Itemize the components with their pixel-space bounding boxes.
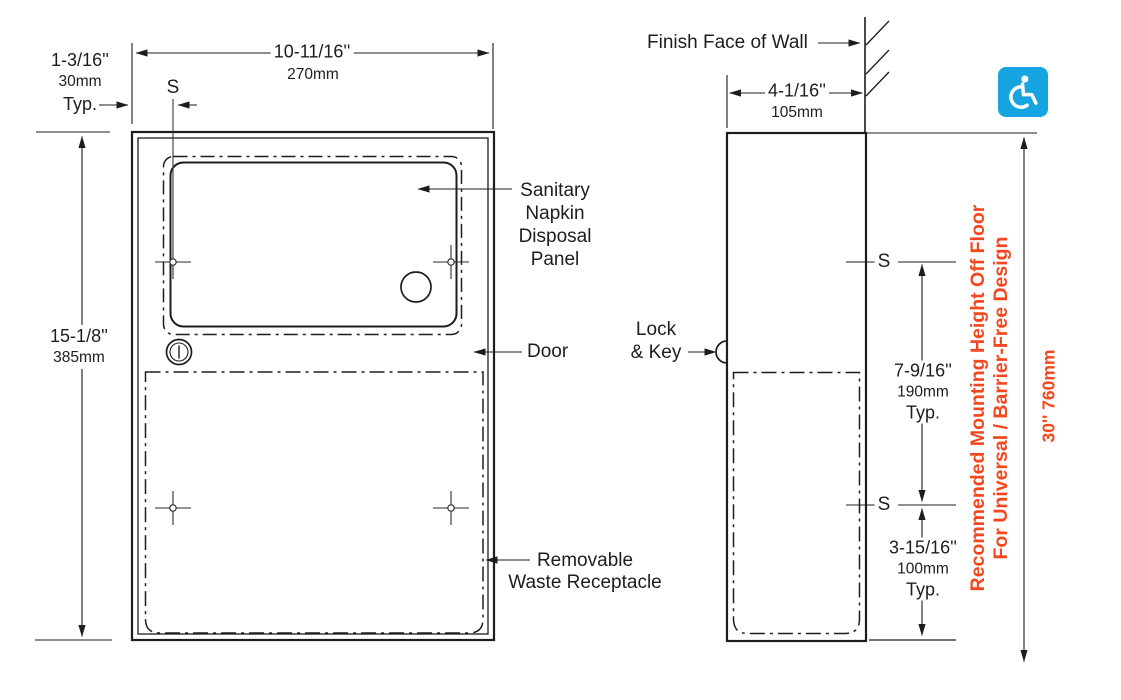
side-slot-mark-upper: S	[874, 251, 894, 273]
mounting-height-note: Recommended Mounting Height Off Floor Fo…	[967, 205, 1013, 592]
front-slot-mark: S	[166, 77, 180, 98]
door-label: Door	[527, 341, 569, 362]
lock-label: Lock & Key	[631, 318, 682, 364]
side-view-cabinet	[715, 17, 890, 643]
wheelchair-glyph	[1009, 75, 1038, 109]
wall-label: Finish Face of Wall	[647, 32, 808, 53]
front-view-dimensions	[35, 43, 494, 641]
front-offset-dim-in: 1-3/16''	[51, 50, 109, 70]
wheelchair-accessible-icon	[998, 67, 1048, 117]
push-door-circle	[400, 271, 432, 303]
side-bottom-dim-typ: Typ.	[905, 579, 941, 600]
side-bottom-dim-mm: 100mm	[897, 560, 949, 578]
panel-label-line1: Sanitary	[520, 180, 590, 201]
lock-bump	[715, 340, 728, 364]
side-bottom-dim-in: 3-15/16''	[889, 537, 957, 558]
front-offset-dim-typ: Typ.	[62, 94, 98, 114]
front-height-dim-in: 15-1/8''	[50, 326, 108, 346]
receptacle-label-line1: Removable	[536, 550, 634, 571]
front-view-leaders	[417, 185, 530, 564]
side-receptacle-outline	[732, 371, 861, 635]
panel-label-line3: Disposal	[518, 226, 592, 247]
front-view-cabinet	[130, 130, 496, 642]
front-width-dim-in: 10-11/16''	[270, 41, 354, 63]
side-bottom-dim: 3-15/16'' 100mm Typ.	[886, 537, 960, 601]
side-depth-dim-mm: 105mm	[771, 104, 823, 121]
lock-cylinder	[165, 338, 193, 366]
side-slot-dim-mm: 190mm	[897, 383, 949, 401]
receptacle-label: Removable Waste Receptacle	[508, 550, 661, 594]
front-offset-dim: 1-3/16'' 30mm Typ.	[51, 49, 109, 115]
mounting-hole-marks	[155, 99, 469, 525]
side-depth-dim-in: 4-1/16''	[765, 80, 829, 102]
front-offset-dim-mm: 30mm	[58, 73, 102, 90]
waste-receptacle-outline	[144, 371, 484, 634]
mounting-height-note-line1: Recommended Mounting Height Off Floor	[967, 204, 989, 592]
napkin-disposal-panel	[169, 161, 458, 328]
side-slot-dim-typ: Typ.	[905, 402, 941, 423]
panel-label-line2: Napkin	[525, 203, 585, 224]
mounting-height-note-line2: For Universal / Barrier-Free Design	[990, 236, 1012, 560]
side-slot-dim: 7-9/16'' 190mm Typ.	[891, 360, 955, 424]
panel-label-line4: Panel	[530, 249, 580, 270]
panel-label: Sanitary Napkin Disposal Panel	[519, 179, 592, 271]
mounting-height-value: 30'' 760mm	[1038, 349, 1059, 443]
lock-label-line1: Lock	[635, 319, 677, 340]
front-height-dim: 15-1/8'' 385mm	[47, 325, 111, 369]
panel-outline-dashdot	[162, 155, 463, 336]
lock-label-line2: & Key	[630, 342, 682, 363]
side-slot-dim-in: 7-9/16''	[894, 360, 952, 381]
front-width-dim-mm: 270mm	[287, 66, 339, 83]
front-height-dim-mm: 385mm	[53, 349, 105, 366]
receptacle-label-line2: Waste Receptacle	[508, 572, 662, 593]
side-slot-mark-lower: S	[874, 494, 894, 516]
